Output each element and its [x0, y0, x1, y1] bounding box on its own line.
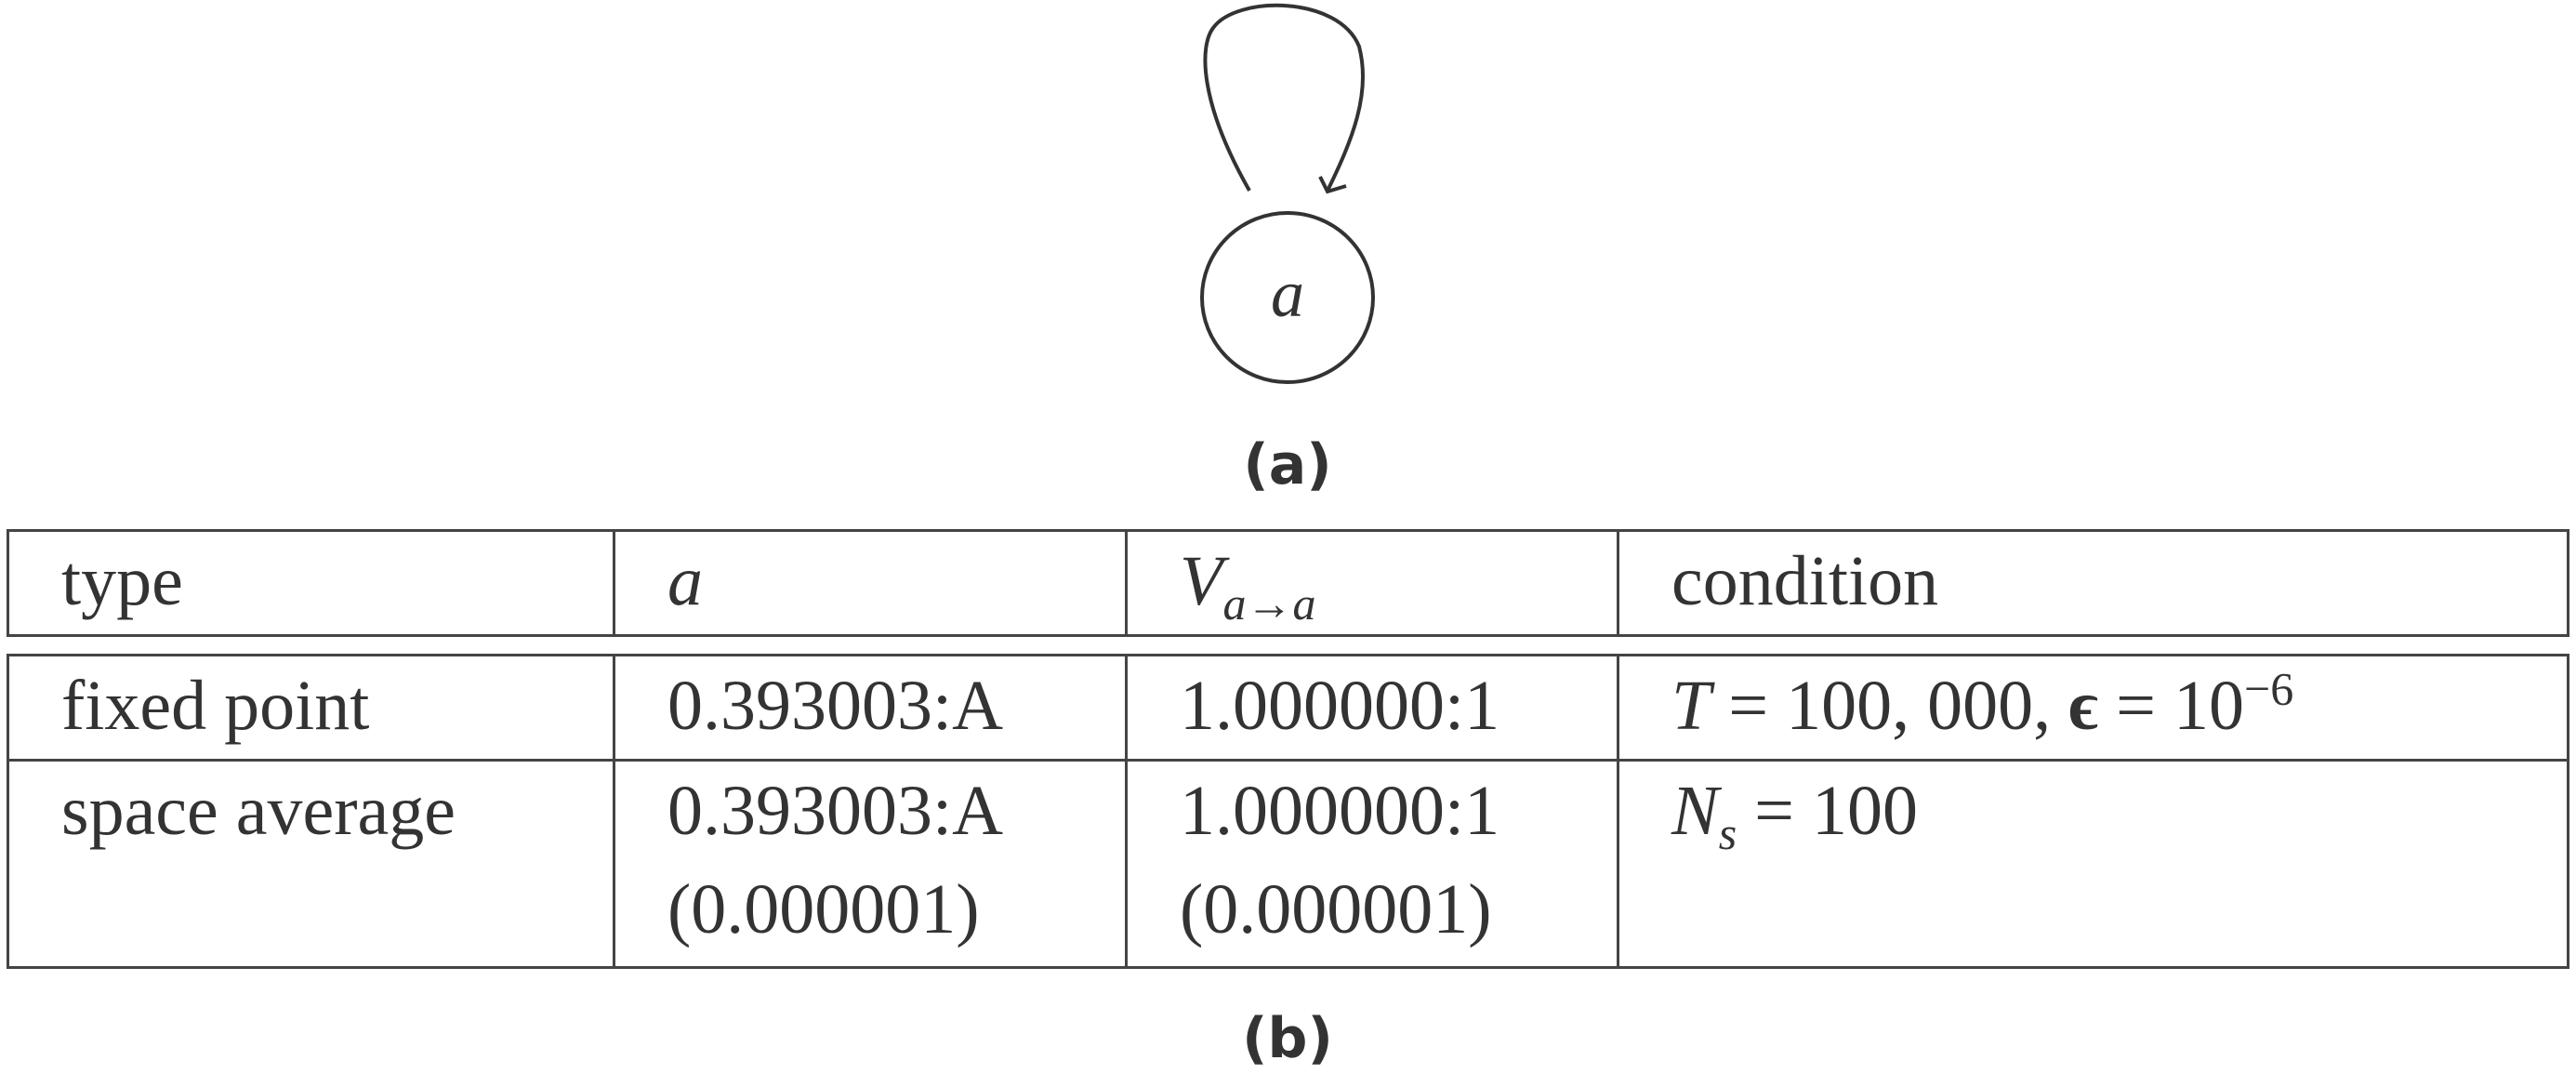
table-row: fixed point 0.393003:A 1.000000:1 T = 10… — [7, 654, 2569, 762]
a-value: 0.393003:A — [667, 772, 1003, 850]
cell-type: fixed point — [7, 654, 615, 762]
caption-a: (a) — [1243, 432, 1332, 497]
header-a: a — [613, 529, 1128, 637]
header-condition: condition — [1617, 529, 2569, 637]
v-stddev: (0.000001) — [1180, 870, 1492, 948]
cell-a: 0.393003:A — [613, 654, 1128, 762]
epsilon-value: = 10 — [2098, 667, 2245, 745]
v-subscript: a→a — [1222, 577, 1316, 630]
cell-a: 0.393003:A (0.000001) — [613, 759, 1128, 969]
cell-type: space average — [7, 759, 615, 969]
table-header: type a Va→a condition — [7, 529, 2569, 637]
cell-condition: Ns = 100 — [1617, 759, 2569, 969]
self-loop-graph: a — [1200, 3, 1375, 384]
node-label: a — [1271, 257, 1304, 331]
caption-b: (b) — [1242, 1006, 1333, 1071]
n-value: = 100 — [1737, 772, 1919, 850]
n-subscript: s — [1718, 807, 1737, 860]
header-type: type — [7, 529, 615, 637]
epsilon-symbol: ϵ — [2068, 667, 2099, 745]
self-loop-edge — [1203, 3, 1366, 192]
header-v: Va→a — [1125, 529, 1619, 637]
node-a — [1200, 211, 1375, 384]
t-symbol: T — [1671, 667, 1711, 745]
arrowhead-icon — [1318, 176, 1347, 194]
cell-condition: T = 100, 000, ϵ = 10−6 — [1617, 654, 2569, 762]
t-value: = 100, 000, — [1711, 667, 2069, 745]
cell-v: 1.000000:1 (0.000001) — [1125, 759, 1619, 969]
v-symbol: V — [1180, 542, 1223, 620]
table-row: space average 0.393003:A (0.000001) 1.000… — [7, 759, 2569, 969]
a-stddev: (0.000001) — [667, 870, 980, 948]
n-symbol: N — [1671, 772, 1719, 850]
table-body: fixed point 0.393003:A 1.000000:1 T = 10… — [7, 654, 2569, 969]
v-value: 1.000000:1 — [1180, 772, 1500, 850]
epsilon-exponent: −6 — [2244, 662, 2294, 715]
cell-v: 1.000000:1 — [1125, 654, 1619, 762]
